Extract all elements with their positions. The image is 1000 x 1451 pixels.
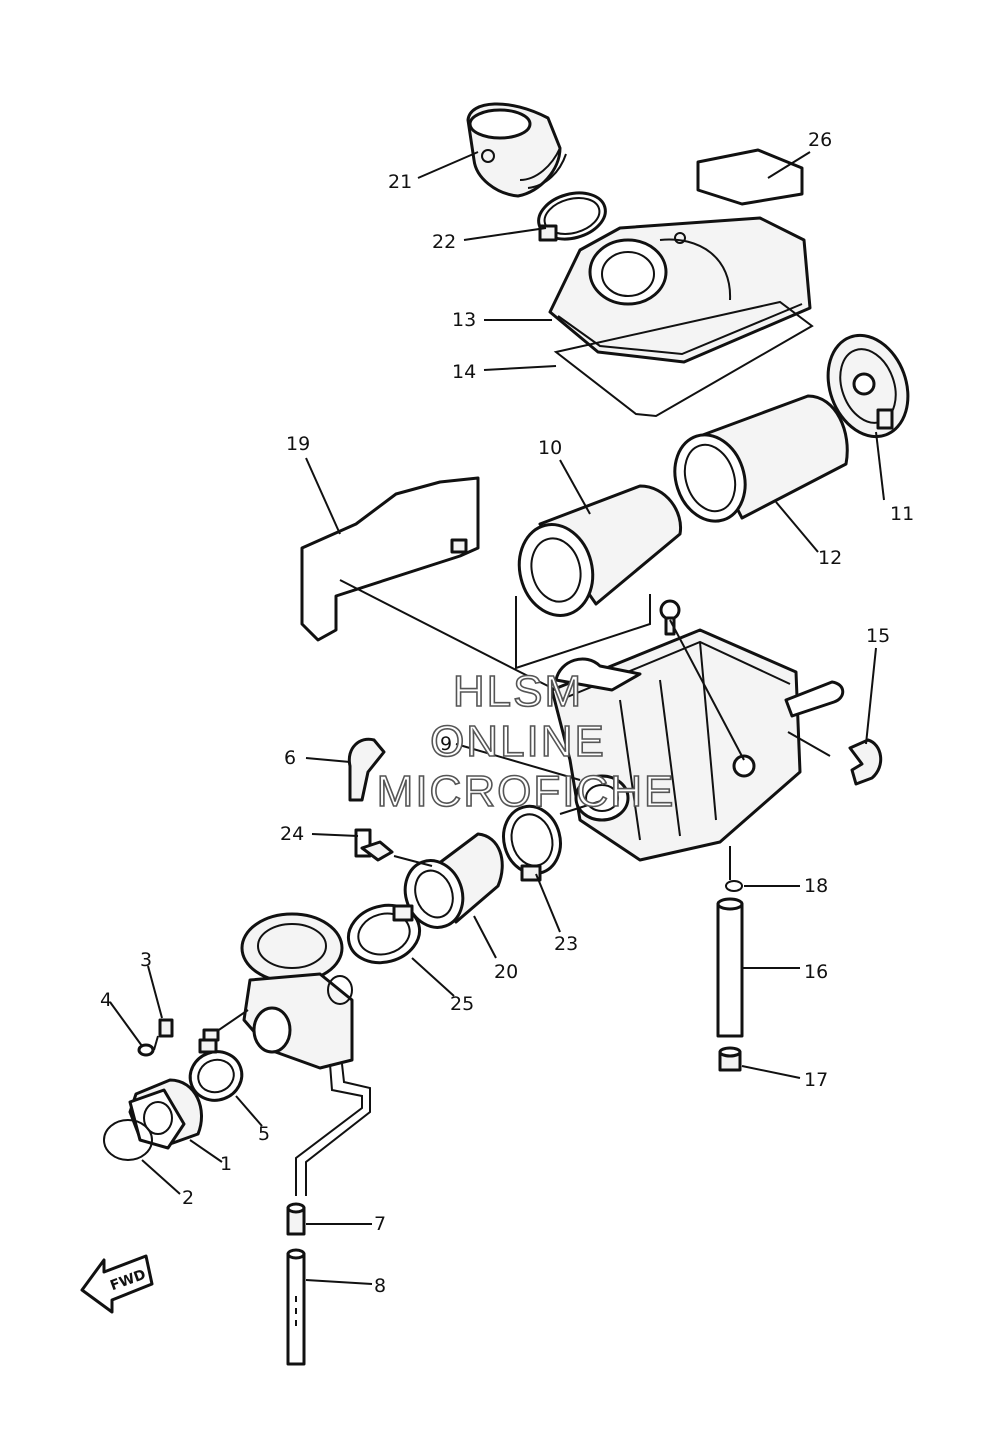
- callout-20: 20: [494, 961, 518, 983]
- o-ring: [103, 1119, 153, 1161]
- watermark-line-3: MICROFICHE: [377, 767, 676, 816]
- callout-8: 8: [374, 1275, 386, 1297]
- callout-17: 17: [804, 1069, 828, 1091]
- washer: [137, 1043, 155, 1057]
- hose-clamp: [188, 1038, 244, 1102]
- air-filter-case: [550, 628, 845, 862]
- filter-end-cover: [826, 333, 910, 439]
- callout-1: 1: [220, 1153, 232, 1175]
- callout-labels: 1 2 3 4 5 6 7 8 9 10 11 12 13 14 15 16 1…: [100, 129, 914, 1297]
- callout-25: 25: [450, 993, 474, 1015]
- elbow-fitting: [347, 737, 386, 802]
- air-filter-case-cap: [548, 216, 812, 364]
- drain-plug: [718, 1046, 742, 1072]
- fwd-arrow-icon: FWD: [80, 1254, 154, 1314]
- tube-fitting: [286, 1202, 306, 1236]
- callout-12: 12: [818, 547, 842, 569]
- callout-3: 3: [140, 949, 152, 971]
- callout-5: 5: [258, 1123, 270, 1145]
- band-clamp-joint: [346, 903, 422, 965]
- callout-4: 4: [100, 989, 112, 1011]
- callout-7: 7: [374, 1213, 386, 1235]
- breather-fitting: [354, 828, 394, 862]
- watermark-line-1: HLSM: [453, 667, 583, 716]
- overflow-tube: [286, 1248, 306, 1366]
- callout-19: 19: [286, 433, 310, 455]
- drain-clip: [725, 880, 743, 892]
- callout-16: 16: [804, 961, 828, 983]
- carburetor-overflow-tube: [295, 1063, 363, 1196]
- callout-10: 10: [538, 437, 562, 459]
- retaining-clip: [848, 738, 883, 786]
- callout-2: 2: [182, 1187, 194, 1209]
- inner-filter-element: [517, 484, 683, 617]
- decal-label: [696, 148, 804, 206]
- drain-hose: [716, 897, 744, 1038]
- case-gasket: [553, 300, 814, 418]
- outer-filter-element: [673, 394, 849, 523]
- callout-23: 23: [554, 933, 578, 955]
- intake-boot-top: [466, 102, 567, 198]
- callout-18: 18: [804, 875, 828, 897]
- leader-lines: [109, 151, 885, 1285]
- callout-6: 6: [284, 747, 296, 769]
- callout-15: 15: [866, 625, 890, 647]
- callout-22: 22: [432, 231, 456, 253]
- callout-21: 21: [388, 171, 412, 193]
- band-clamp-top: [537, 191, 607, 242]
- mounting-screw: [153, 1018, 174, 1051]
- band-clamp-case: [502, 804, 562, 882]
- heat-shield-plate: [300, 476, 480, 642]
- screw-case: [659, 599, 681, 636]
- callout-13: 13: [452, 309, 476, 331]
- callout-11: 11: [890, 503, 914, 525]
- watermark-line-2: ONLINE: [430, 717, 606, 766]
- watermark: HLSM ONLINE MICROFICHE: [376, 666, 676, 817]
- callout-14: 14: [452, 361, 476, 383]
- callout-9: 9: [440, 733, 452, 755]
- callout-24: 24: [280, 823, 304, 845]
- air-filter-joint: [403, 832, 504, 929]
- carburetor-joint: [128, 1078, 203, 1150]
- callout-26: 26: [808, 129, 832, 151]
- carburetor-assembly: [202, 912, 354, 1070]
